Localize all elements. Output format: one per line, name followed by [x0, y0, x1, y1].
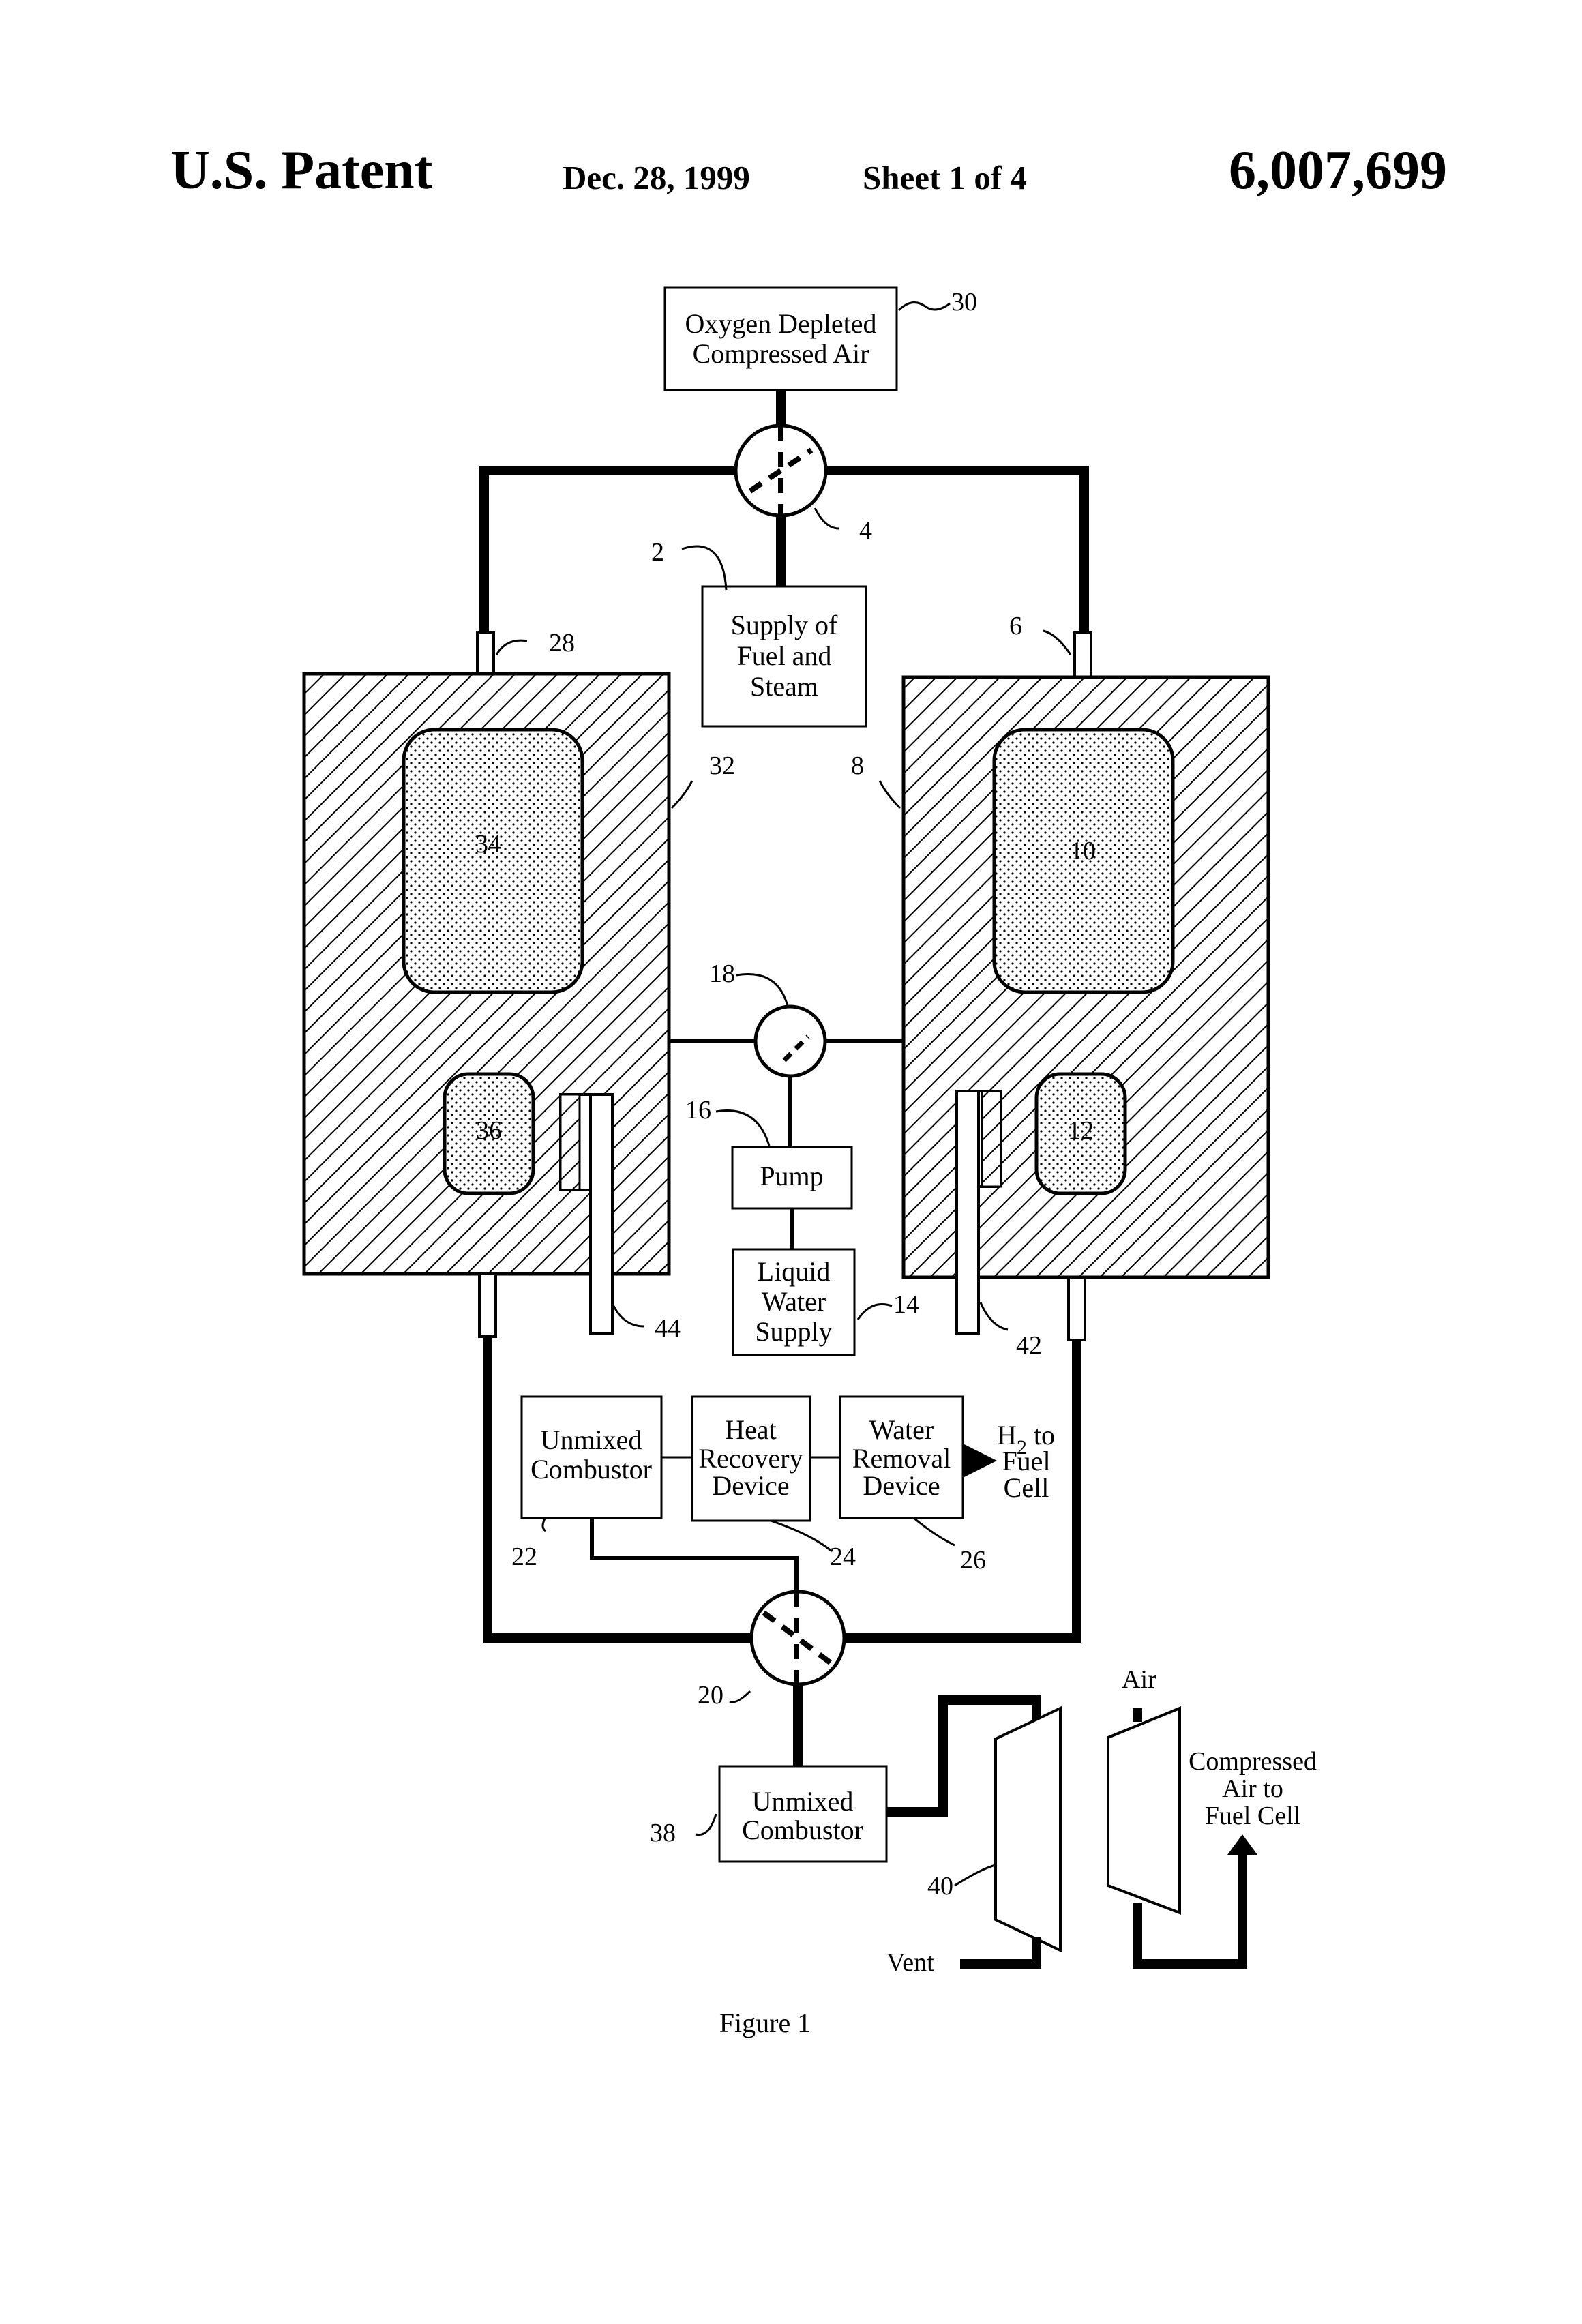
vent-label: Vent: [886, 1948, 934, 1977]
combustor2-line1: Unmixed: [752, 1786, 854, 1817]
compressed-line2: Air to: [1222, 1774, 1283, 1803]
oxygen-box-line2: Compressed Air: [693, 338, 869, 369]
ref-22: 22: [511, 1543, 537, 1571]
arrow-up: [1227, 1834, 1257, 1855]
ref-24: 24: [830, 1543, 856, 1571]
supply-line2: Fuel and: [737, 640, 832, 671]
heat-line3: Device: [712, 1470, 789, 1501]
ref-20: 20: [698, 1681, 723, 1710]
ref-38: 38: [650, 1819, 676, 1847]
heat-exchanger-tube-42: [957, 1091, 979, 1333]
ref-44: 44: [655, 1314, 681, 1343]
water-line2: Water: [762, 1286, 826, 1317]
air-label: Air: [1122, 1665, 1156, 1694]
ref-40: 40: [927, 1872, 953, 1901]
removal-line3: Device: [863, 1470, 940, 1501]
ref-2: 2: [651, 538, 664, 567]
connector-left-bottom: [479, 1274, 496, 1337]
supply-line1: Supply of: [731, 610, 838, 640]
heat-line1: Heat: [725, 1414, 777, 1445]
turbine-40: [996, 1708, 1060, 1950]
h2-label-line3: Cell: [1004, 1472, 1049, 1503]
ref-32: 32: [709, 751, 735, 780]
ref-34: 34: [475, 830, 501, 859]
ref-6: 6: [1009, 612, 1022, 640]
combustor-line2: Combustor: [531, 1454, 652, 1485]
connector-right-bottom: [1069, 1277, 1085, 1340]
compressed-line3: Fuel Cell: [1205, 1802, 1300, 1830]
combustor-line1: Unmixed: [541, 1425, 642, 1455]
removal-line1: Water: [869, 1414, 934, 1445]
heat-line2: Recovery: [698, 1443, 803, 1474]
supply-line3: Steam: [750, 671, 818, 702]
ref-18: 18: [709, 959, 735, 988]
ref-42: 42: [1016, 1331, 1042, 1360]
water-line1: Liquid: [758, 1256, 831, 1287]
oxygen-box-line1: Oxygen Depleted: [685, 308, 876, 339]
ref-28: 28: [549, 629, 575, 657]
connector-6: [1075, 633, 1091, 677]
valve-18: [756, 1007, 825, 1076]
ref-36: 36: [476, 1116, 502, 1145]
compressor: [1108, 1708, 1180, 1913]
removal-line2: Removal: [852, 1443, 951, 1474]
pump-label: Pump: [760, 1161, 823, 1191]
ref-14: 14: [893, 1290, 919, 1319]
figure-caption: Figure 1: [719, 2008, 811, 2038]
ref-26: 26: [960, 1546, 986, 1575]
bed-34: [404, 730, 582, 992]
ref-30: 30: [951, 288, 977, 316]
ref-4: 4: [859, 516, 872, 545]
compressed-line1: Compressed: [1189, 1747, 1317, 1776]
ref-10: 10: [1070, 837, 1096, 865]
ref-8: 8: [851, 751, 864, 780]
ref-12: 12: [1068, 1116, 1094, 1145]
connector-28: [477, 633, 494, 675]
combustor2-line2: Combustor: [742, 1815, 863, 1845]
ref-16: 16: [685, 1096, 711, 1124]
heat-exchanger-tube-44: [591, 1094, 612, 1333]
water-line3: Supply: [755, 1316, 832, 1347]
